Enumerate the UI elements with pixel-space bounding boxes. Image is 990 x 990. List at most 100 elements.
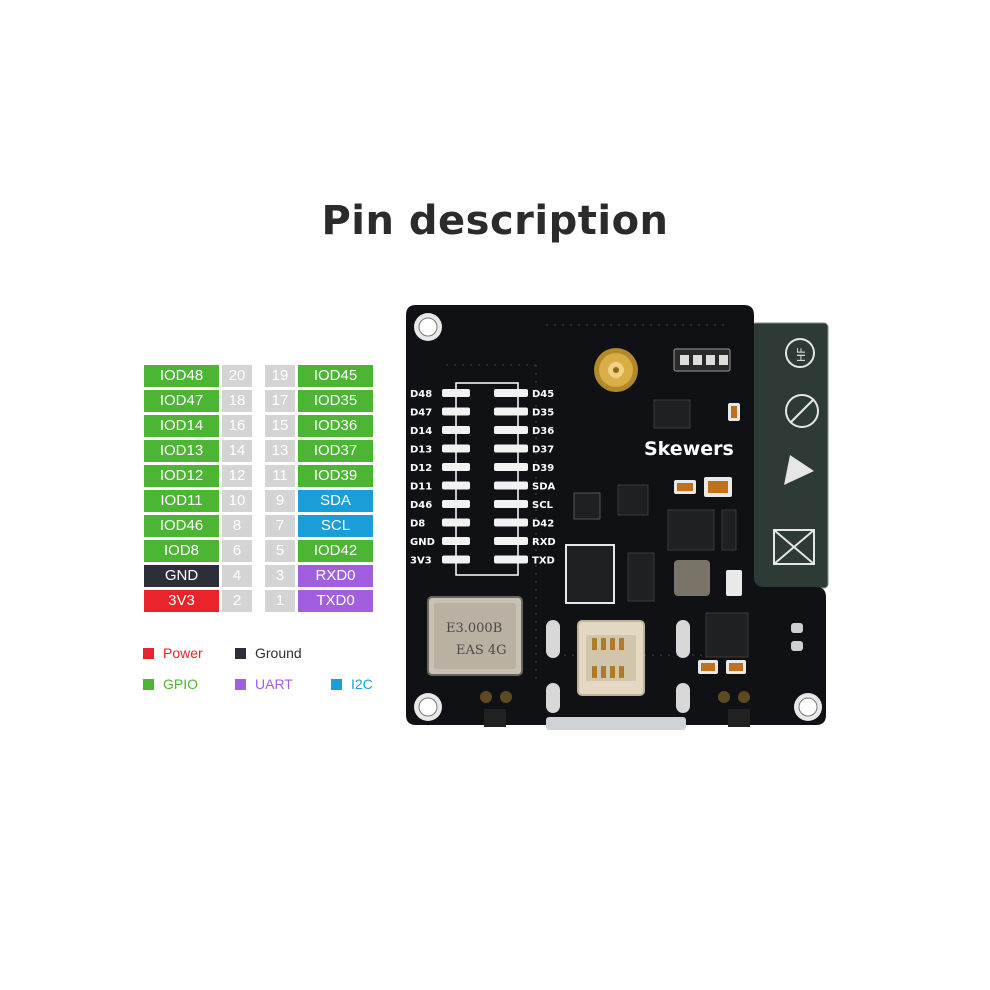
- silk-label-left: D46: [410, 500, 432, 511]
- no-pb-icon: [785, 394, 819, 428]
- silk-label-left: D11: [410, 482, 432, 493]
- silk-label-left: D12: [410, 463, 432, 474]
- legend-swatch: [143, 679, 154, 690]
- header-pad-right: [494, 444, 528, 453]
- header-pad-right: [494, 537, 528, 545]
- header-pad-left: [442, 426, 470, 434]
- pin-number-left: 8: [222, 515, 252, 537]
- pin-number-right: 13: [265, 440, 295, 462]
- silk-label-left: GND: [410, 537, 435, 548]
- silk-label-left: 3V3: [410, 556, 432, 567]
- page-title: Pin description: [321, 198, 669, 244]
- pin-label-left: IOD8: [144, 540, 219, 562]
- pin-number-right: 7: [265, 515, 295, 537]
- header-pad-left: [442, 518, 470, 527]
- usb-c-port: [546, 717, 686, 730]
- pin-number-right: 19: [265, 365, 295, 387]
- silk-label-left: D8: [410, 519, 425, 530]
- legend-label: GPIO: [163, 676, 199, 692]
- pin-number-left: 10: [222, 490, 252, 512]
- buzzer: [674, 560, 710, 596]
- pin-number-left: 20: [222, 365, 252, 387]
- chip: [667, 509, 715, 551]
- silk-label-right: D39: [532, 463, 554, 474]
- weee-icon: [773, 529, 815, 565]
- legend-label: UART: [255, 676, 293, 692]
- legend-swatch: [331, 679, 342, 690]
- pin-number-right: 11: [265, 465, 295, 487]
- header-pad-left: [442, 500, 470, 508]
- pin-number-right: 15: [265, 415, 295, 437]
- header-pad-right: [494, 555, 528, 564]
- pin-number-left: 2: [222, 590, 252, 612]
- pin-label-left: 3V3: [144, 590, 219, 612]
- pin-label-left: IOD14: [144, 415, 219, 437]
- legend-swatch: [235, 679, 246, 690]
- pin-label-right: IOD35: [298, 390, 373, 412]
- silk-label-left: D48: [410, 389, 432, 400]
- header-pad-left: [442, 444, 470, 453]
- recycle-icon: [784, 455, 814, 485]
- pin-label-right: IOD37: [298, 440, 373, 462]
- legend-label: I2C: [351, 676, 373, 692]
- legend-swatch: [143, 648, 154, 659]
- silk-label-right: TXD: [532, 556, 555, 567]
- pin-label-right: IOD36: [298, 415, 373, 437]
- pin-label-right: RXD0: [298, 565, 373, 587]
- header-pad-left: [442, 537, 470, 545]
- header-pad-left: [442, 463, 470, 471]
- pin-number-right: 1: [265, 590, 295, 612]
- silk-label-left: D13: [410, 445, 432, 456]
- pin-number-left: 6: [222, 540, 252, 562]
- pin-number-right: 17: [265, 390, 295, 412]
- pin-label-left: GND: [144, 565, 219, 587]
- svg-text:HF: HF: [795, 347, 808, 362]
- chip: [617, 484, 649, 516]
- crystal-label-1: E3.000B: [446, 621, 502, 636]
- pin-label-left: IOD11: [144, 490, 219, 512]
- pin-label-left: IOD46: [144, 515, 219, 537]
- silk-label-right: D42: [532, 519, 554, 530]
- chip: [573, 492, 601, 520]
- pin-label-right: SDA: [298, 490, 373, 512]
- pin-label-right: SCL: [298, 515, 373, 537]
- pin-number-left: 16: [222, 415, 252, 437]
- legend-label: Ground: [255, 645, 302, 661]
- crystal-label-2: EAS 4G: [456, 643, 507, 658]
- pin-number-left: 4: [222, 565, 252, 587]
- header-pad-left: [442, 555, 470, 564]
- pin-number-right: 5: [265, 540, 295, 562]
- legend-swatch: [235, 648, 246, 659]
- silk-label-right: D36: [532, 426, 554, 437]
- header-pad-right: [494, 407, 528, 416]
- pin-label-right: IOD45: [298, 365, 373, 387]
- pin-label-right: IOD39: [298, 465, 373, 487]
- chip: [653, 399, 691, 429]
- pin-number-left: 12: [222, 465, 252, 487]
- silk-label-right: RXD: [532, 537, 556, 548]
- header-pad-right: [494, 518, 528, 527]
- header-pad-left: [442, 407, 470, 416]
- pin-number-right: 9: [265, 490, 295, 512]
- pin-label-left: IOD47: [144, 390, 219, 412]
- pin-label-left: IOD48: [144, 365, 219, 387]
- legend-label: Power: [163, 645, 203, 661]
- header-pad-right: [494, 426, 528, 434]
- pin-number-right: 3: [265, 565, 295, 587]
- chip: [705, 612, 749, 658]
- pin-label-left: IOD13: [144, 440, 219, 462]
- silk-label-right: SCL: [532, 500, 554, 511]
- pin-label-right: IOD42: [298, 540, 373, 562]
- header-pad-left: [442, 389, 470, 397]
- pin-number-left: 14: [222, 440, 252, 462]
- silk-label-left: D14: [410, 426, 432, 437]
